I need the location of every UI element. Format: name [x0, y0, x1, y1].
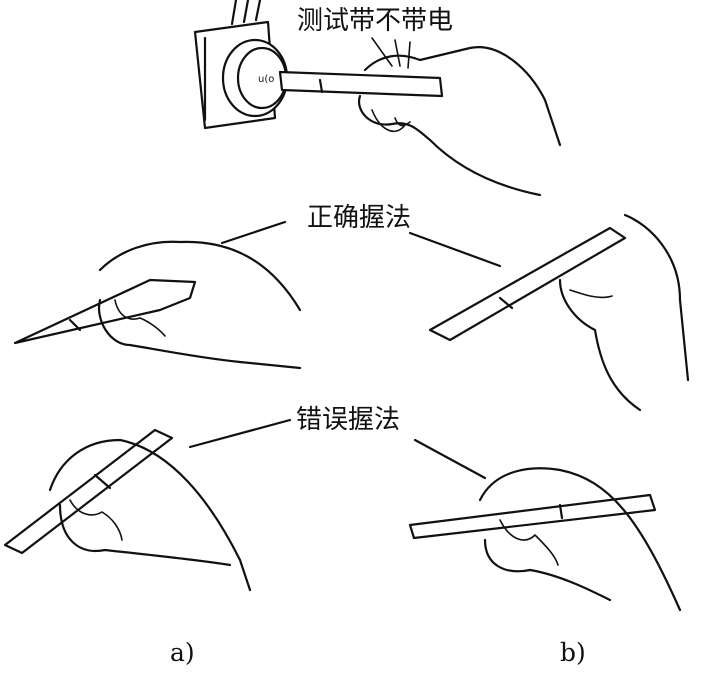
hand-wrong-b-bottom — [483, 538, 612, 602]
pointer-wrong-right — [413, 438, 487, 480]
screwdriver-a-band — [68, 318, 82, 332]
test-pen-b — [428, 226, 627, 342]
test-pen-body — [278, 70, 444, 98]
socket-test-illustration: u(o — [193, 0, 562, 197]
hand-top-lower — [357, 94, 542, 197]
screwdriver-wrong-a — [3, 428, 174, 555]
pointer-correct-left — [220, 220, 287, 245]
label-wrong-grip: 错误握法 — [296, 405, 401, 435]
test-pen-wrong-b — [408, 493, 657, 540]
hand-a-bottom — [97, 298, 302, 370]
wrong-grip-a — [3, 418, 292, 592]
hand-wrong-b-top — [478, 467, 682, 612]
label-part-a: a) — [170, 638, 195, 667]
pointer-correct-right — [408, 231, 502, 268]
hand-wrong-b-fingers — [499, 519, 559, 566]
screwdriver-wrong-a-band — [93, 473, 112, 490]
label-correct-grip: 正确握法 — [307, 203, 412, 233]
correct-grip-a — [13, 220, 302, 370]
hand-a-fingers — [114, 299, 166, 337]
hand-top-fingers — [371, 109, 411, 133]
socket-holes: u(o — [258, 74, 274, 85]
screwdriver-a — [13, 278, 197, 345]
hand-b-right — [623, 213, 690, 382]
label-test-live: 测试带不带电 — [297, 6, 454, 36]
hand-a-top — [98, 240, 302, 312]
hand-wrong-a-top — [48, 438, 252, 592]
wrong-grip-b — [408, 438, 682, 612]
pointer-lines-top — [371, 37, 411, 69]
socket-wires — [230, 0, 262, 26]
test-pen-band — [318, 78, 324, 94]
pointer-wrong-left — [188, 418, 292, 449]
test-pen-b-band — [498, 296, 514, 310]
hand-wrong-a-bottom — [58, 503, 232, 567]
hand-wrong-a-fingers — [69, 499, 123, 541]
hand-b-left — [558, 278, 642, 412]
test-pen-wrong-b-band — [558, 503, 564, 520]
correct-grip-b — [408, 213, 690, 412]
label-part-b: b) — [560, 638, 586, 667]
hand-top-outline — [363, 46, 562, 147]
socket-face-outer — [221, 38, 289, 118]
hand-b-fingers — [569, 289, 613, 299]
